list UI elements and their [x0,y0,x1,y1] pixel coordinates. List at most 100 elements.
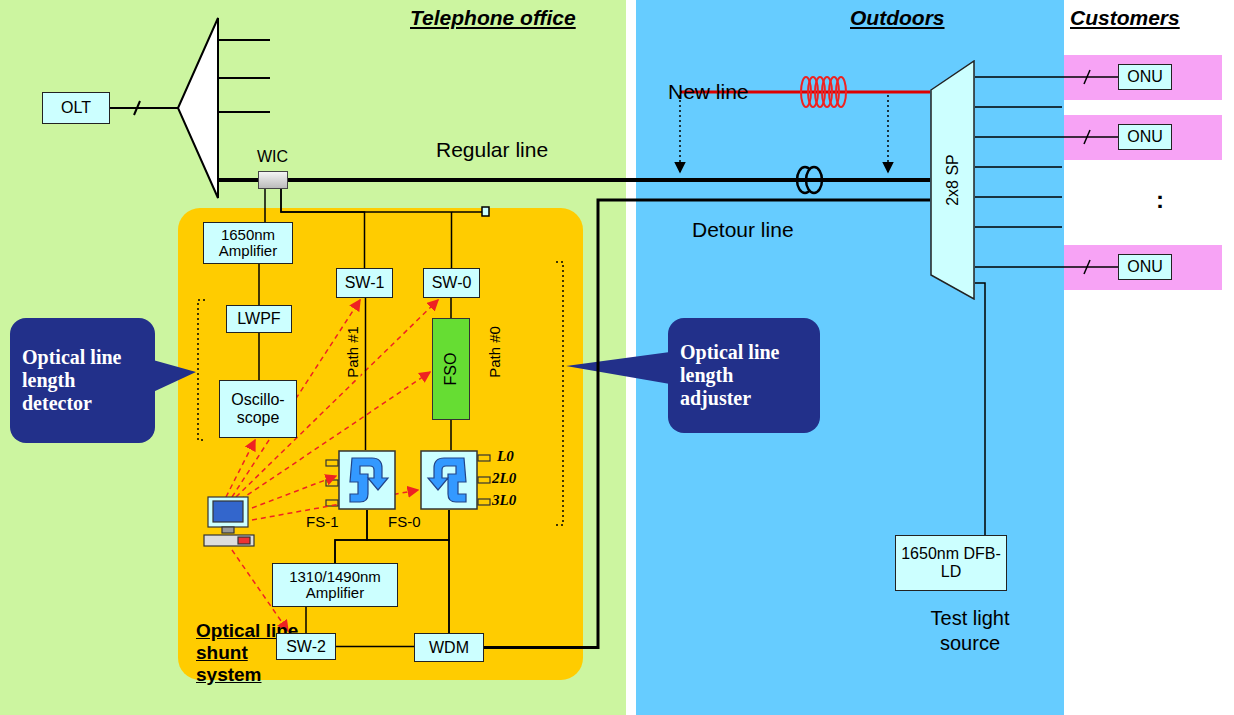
callout-pointer [566,352,670,384]
optical-splitter: 2x8 SP [930,60,975,300]
component-label: FS-0 [388,513,421,530]
computer-icon [208,497,248,527]
splitter-symbol [218,77,270,79]
splitter-port [975,70,1090,274]
box-label: ONU [1127,68,1163,86]
fiber-length-stubs [326,480,338,486]
box-label: LWPF [237,310,280,328]
region-heading: Customers [1070,6,1180,30]
fiber-terminator [452,207,489,216]
splitter-port [975,226,1062,228]
callout-text: Optical line length adjuster [680,341,808,410]
fiber-connector [264,189,266,222]
length-label: 3L0 [492,492,516,509]
fiber-connector [281,189,452,268]
switch-symbol [350,458,388,502]
control-arrow [226,300,438,631]
fiber-connector [305,607,307,633]
oscilloscope-box: Oscillo- scope [219,380,297,438]
length-label: L0 [497,448,514,465]
fiber-connector [288,178,930,182]
box-label: SW-2 [286,638,326,656]
callout-text: Optical line length detector [22,346,143,415]
splitter-label: 2x8 SP [944,154,962,206]
region-heading: Outdoors [850,6,945,30]
switch-symbol [338,450,396,510]
fiber-connector [335,510,449,563]
splitter-symbol [110,18,270,198]
component-label: WIC [257,148,288,166]
region-ground [0,0,626,715]
onu-box: ONU [1118,64,1172,90]
fiber-connector [335,510,367,563]
splitter-port [975,106,1062,108]
fiber-connector [450,420,452,450]
fiber-connector [336,646,414,648]
fiber-connector [258,333,260,380]
switch-symbol [421,451,477,509]
fiber-length-stubs [478,499,490,505]
callout-box: Optical line length adjuster [668,318,820,433]
box-label: WDM [429,639,469,657]
box-label: ONU [1127,258,1163,276]
fiber-length-stubs [326,460,338,466]
new-line-fiber [836,77,846,107]
fiber-connector [450,298,452,318]
fiber-connector [975,283,985,535]
telephone-office-region: Telephone officeOLTWICOptical line shunt… [0,0,626,715]
splice-arrow [887,95,889,172]
fiber-selector: FS-0 [420,450,478,510]
splitter-symbol [218,39,270,41]
box-label: SW-1 [345,274,385,292]
filter-box: LWPF [226,305,292,333]
splitter-outline [931,61,974,299]
dotted-bracket [556,262,563,525]
switch-symbol [350,458,388,502]
fiber-connector [975,136,1118,138]
outdoors-region: Outdoors2x8 SP1650nm DFB-LDTest light so… [636,0,1064,715]
olt-box: OLT [42,92,110,124]
text-label: : [1156,186,1164,214]
dotted-bracket [198,300,205,440]
splitter-symbol [218,111,270,113]
amplifier-box: 1310/1490nm Amplifier [272,563,398,607]
fiber-terminator [452,211,482,213]
fiber-connector [258,264,260,305]
splitter-port [975,166,1062,168]
splitter-symbol [218,178,258,182]
length-label: 2L0 [492,470,516,487]
box-label: SW-0 [432,274,472,292]
fiber-connector [975,266,1118,268]
box-label: ONU [1127,128,1163,146]
fso-box: FSO [432,318,470,420]
splitter-port [975,196,1062,198]
fiber-connector [975,76,1118,78]
box-label: Oscillo- scope [220,391,296,426]
source-caption: Test light source [900,606,1040,656]
region-ground [636,0,1064,715]
computer-icon [204,497,254,546]
fiber-selector: FS-1 [338,450,396,510]
fiber-terminator [482,207,489,216]
splitter-symbol [178,18,218,198]
onu-box: ONU [1118,254,1172,280]
switch-symbol [428,458,466,502]
wic-coupler: WIC [258,171,288,189]
amplifier-box: 1650nm Amplifier [203,222,293,264]
onu-box: ONU [1118,124,1172,150]
text-label: New line [668,80,749,104]
switch-box: SW-0 [423,268,480,298]
switch-symbol [420,450,478,510]
splice-arrow [679,95,681,172]
splitter-symbol [134,101,140,115]
fiber-length-stubs [478,477,490,483]
fiber-connector [365,298,367,450]
line-label: Regular line [436,138,548,162]
fiber-connector [448,510,450,633]
fiber-connector [281,189,365,268]
switch-box: SW-1 [336,268,393,298]
